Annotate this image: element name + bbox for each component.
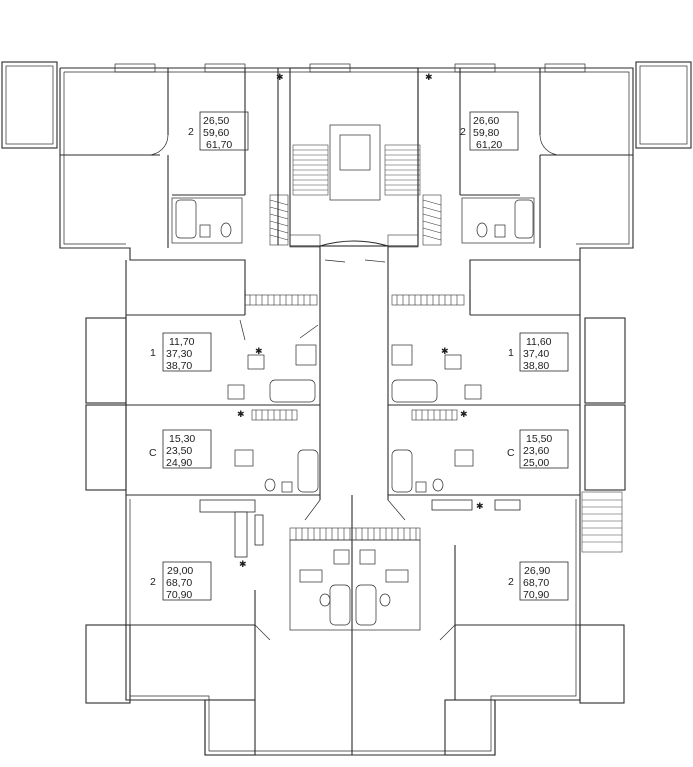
balcony-top-right <box>635 61 692 149</box>
total-area: 59,80 <box>473 127 499 139</box>
staircase-side <box>581 491 623 553</box>
total-with-balcony: 38,70 <box>166 360 192 372</box>
vent-mark-icon: ✱ <box>476 502 484 512</box>
central-corridor <box>319 240 389 500</box>
total-area: 59,60 <box>203 127 229 139</box>
total-with-balcony: 24,90 <box>166 457 192 469</box>
rooms-count: С <box>149 447 157 459</box>
total-with-balcony: 61,70 <box>206 139 232 151</box>
apartment-label-top-left: 2 26,50 59,60 61,70 <box>188 111 249 151</box>
living-area: 15,30 <box>169 433 195 445</box>
balcony-top-left <box>1 61 58 149</box>
total-with-balcony: 70,90 <box>523 589 549 601</box>
elevator-shaft <box>329 124 381 201</box>
rooms-count: С <box>507 447 515 459</box>
vent-mark-icon: ✱ <box>239 560 247 570</box>
apartment-label-bottom-right: 2 26,90 68,70 70,90 <box>508 561 569 601</box>
total-area: 23,50 <box>166 445 192 457</box>
living-area: 26,50 <box>203 115 229 127</box>
total-with-balcony: 38,80 <box>523 360 549 372</box>
vent-mark-icon: ✱ <box>276 73 284 83</box>
vent-mark-icon: ✱ <box>425 73 433 83</box>
living-area: 29,00 <box>167 565 193 577</box>
rooms-count: 2 <box>150 576 156 588</box>
staircase-top <box>292 144 421 196</box>
vent-mark-icon: ✱ <box>460 410 468 420</box>
vent-mid-left <box>244 294 318 421</box>
rooms-count: 2 <box>188 126 194 138</box>
stairwell-core <box>289 67 419 247</box>
vent-mark-icon: ✱ <box>441 347 449 357</box>
vent-mid-right <box>391 294 465 421</box>
rooms-count: 2 <box>460 126 466 138</box>
total-area: 23,60 <box>523 445 549 457</box>
bathroom-top-left <box>171 197 243 244</box>
vent-shafts-top <box>269 194 442 248</box>
total-with-balcony: 25,00 <box>523 457 549 469</box>
rooms-count: 2 <box>508 576 514 588</box>
rooms-count: 1 <box>508 347 514 359</box>
total-with-balcony: 61,20 <box>476 139 502 151</box>
apartment-label-bottom-left: 2 29,00 68,70 70,90 <box>150 561 212 601</box>
bathroom-top-right <box>461 197 535 244</box>
vent-mark-icon: ✱ <box>255 347 263 357</box>
total-area: 68,70 <box>166 577 192 589</box>
vent-mark-icon: ✱ <box>237 410 245 420</box>
apartment-label-mid-left-s: С 15,30 23,50 24,90 <box>149 429 212 469</box>
vent-lower <box>289 527 421 541</box>
mid-right-block <box>388 260 626 553</box>
apartment-label-top-right: 2 26,60 59,80 61,20 <box>460 111 519 151</box>
total-area: 37,30 <box>166 348 192 360</box>
apartment-label-mid-left-1: 1 11,70 37,30 38,70 <box>150 332 212 372</box>
vent-marks: ✱ ✱ ✱ ✱ ✱ ✱ ✱ ✱ <box>237 73 484 570</box>
total-with-balcony: 70,90 <box>166 589 192 601</box>
top-wing <box>1 61 692 310</box>
total-area: 37,40 <box>523 348 549 360</box>
apartment-label-mid-right-1: 1 11,60 37,40 38,80 <box>508 332 569 372</box>
mid-left-block <box>85 260 320 496</box>
total-area: 68,70 <box>523 577 549 589</box>
living-area: 15,50 <box>526 433 552 445</box>
rooms-count: 1 <box>150 347 156 359</box>
living-area: 26,60 <box>473 115 499 127</box>
apartment-label-mid-right-s: С 15,50 23,60 25,00 <box>507 429 569 469</box>
living-area: 26,90 <box>524 565 550 577</box>
living-area: 11,70 <box>169 336 195 348</box>
living-area: 11,60 <box>526 336 552 348</box>
lower-bathrooms <box>289 539 421 631</box>
bottom-wing <box>85 495 625 756</box>
